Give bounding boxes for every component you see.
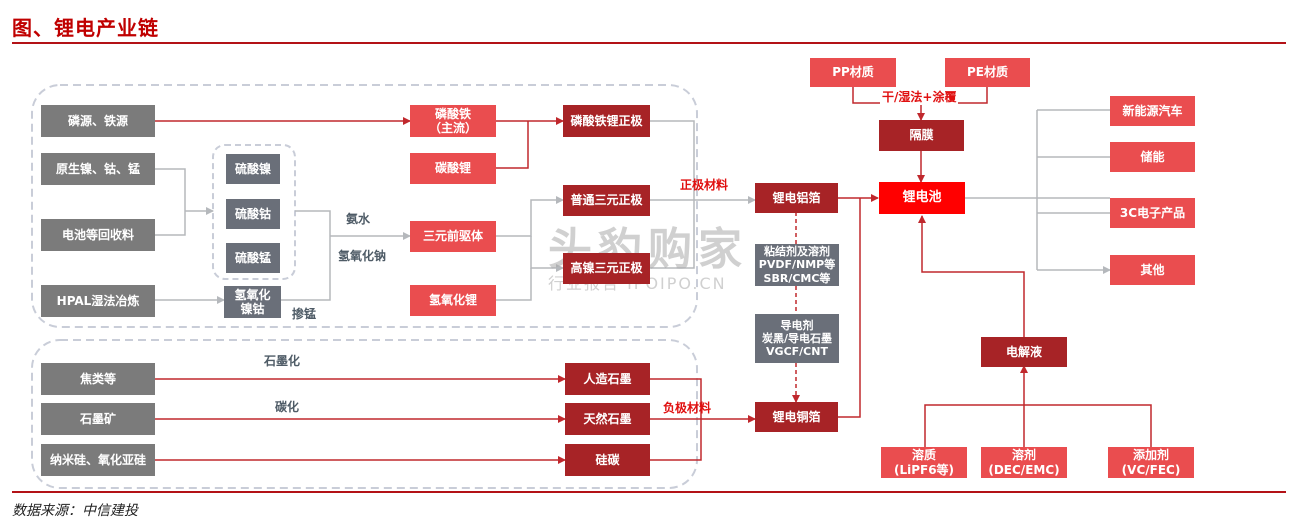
- node-nano-si: 纳米硅、氧化亚硅: [41, 444, 155, 476]
- node-ev: 新能源汽车: [1110, 96, 1195, 126]
- node-battery-recycle: 电池等回收料: [41, 219, 155, 251]
- footer-rule: [12, 491, 1286, 493]
- line-electrolyte-to-battery: [918, 215, 1025, 337]
- node-additive: 添加剂 (VC/FEC): [1108, 447, 1194, 478]
- node-separator: 隔膜: [879, 120, 964, 151]
- node-solute: 溶质 (LiPF6等): [881, 447, 967, 478]
- header-rule: [12, 42, 1286, 44]
- arrow-cathode-to-alfoil: [650, 120, 755, 269]
- node-coke: 焦类等: [41, 363, 155, 395]
- node-lithium-hydroxide: 氢氧化锂: [410, 285, 496, 316]
- label-naoh: 氢氧化钠: [338, 249, 387, 263]
- node-high-ni-cathode: 高镍三元正极: [563, 253, 650, 284]
- arrow-to-high-ni: [530, 236, 564, 272]
- node-ternary-cathode: 普通三元正极: [563, 185, 650, 216]
- arrow-anode-to-cufoil: [650, 378, 755, 461]
- label-mn-dope: 掺锰: [292, 307, 317, 321]
- node-storage: 储能: [1110, 142, 1195, 172]
- node-nickel-sulfate: 硫酸镍: [226, 154, 280, 184]
- node-binder: 粘结剂及溶剂 PVDF/NMP等 SBR/CMC等: [755, 244, 839, 286]
- node-electrolyte: 电解液: [981, 337, 1067, 367]
- line-components-to-electrolyte: [924, 366, 1152, 447]
- label-ammonia: 氨水: [346, 212, 371, 226]
- node-natural-graphite: 天然石墨: [565, 403, 650, 435]
- label-anode-material: 负极材料: [663, 401, 712, 415]
- node-si-carbon: 硅碳: [565, 444, 650, 476]
- node-phosphorus-iron: 磷源、铁源: [41, 105, 155, 137]
- label-cathode-material: 正极材料: [680, 178, 729, 192]
- data-source: 数据来源：中信建投: [12, 503, 138, 519]
- node-artificial-graphite: 人造石墨: [565, 363, 650, 395]
- label-carbonization: 碳化: [275, 400, 300, 414]
- line-lioh-branch: [496, 268, 532, 301]
- node-manganese-sulfate: 硫酸锰: [226, 243, 280, 273]
- node-hpal: HPAL湿法冶炼: [41, 285, 155, 317]
- label-graphitization: 石墨化: [264, 354, 301, 368]
- arrow-sulfates-to-precursor: [281, 210, 410, 301]
- arrow-to-ternary: [496, 196, 564, 237]
- node-others: 其他: [1110, 255, 1195, 285]
- node-al-foil: 锂电铝箔: [755, 183, 838, 213]
- node-conductive: 导电剂 炭黑/导电石墨 VGCF/CNT: [755, 314, 839, 363]
- node-ternary-precursor: 三元前驱体: [410, 221, 496, 252]
- node-graphite-ore: 石墨矿: [41, 403, 155, 435]
- anode-group-border: [31, 339, 698, 489]
- arrow-cufoil-to-battery: [838, 198, 861, 418]
- label-process: 干/湿法+涂覆: [880, 88, 959, 105]
- node-solvent: 溶剂 (DEC/EMC): [981, 447, 1067, 478]
- node-cobalt-sulfate: 硫酸钴: [226, 199, 280, 229]
- arrow-battery-to-apps: [965, 109, 1110, 270]
- node-pp: PP材质: [810, 58, 896, 87]
- cathode-group-border: [31, 84, 698, 328]
- arrow-to-lfp: [496, 121, 563, 169]
- node-electronics: 3C电子产品: [1110, 198, 1195, 228]
- node-nico-hydroxide: 氢氧化 镍钴: [224, 286, 281, 318]
- node-cu-foil: 锂电铜箔: [755, 402, 838, 432]
- arrow-raw-to-sulfates: [155, 168, 213, 236]
- node-iron-phosphate: 磷酸铁 （主流）: [410, 105, 496, 137]
- node-lfp-cathode: 磷酸铁锂正极: [563, 105, 650, 137]
- sulfate-group-border: [212, 144, 296, 280]
- node-battery: 锂电池: [879, 182, 965, 214]
- node-pe: PE材质: [945, 58, 1030, 87]
- node-raw-nickel: 原生镍、钴、锰: [41, 153, 155, 185]
- page-title: 图、锂电产业链: [12, 16, 159, 40]
- node-lithium-carbonate: 碳酸锂: [410, 153, 496, 184]
